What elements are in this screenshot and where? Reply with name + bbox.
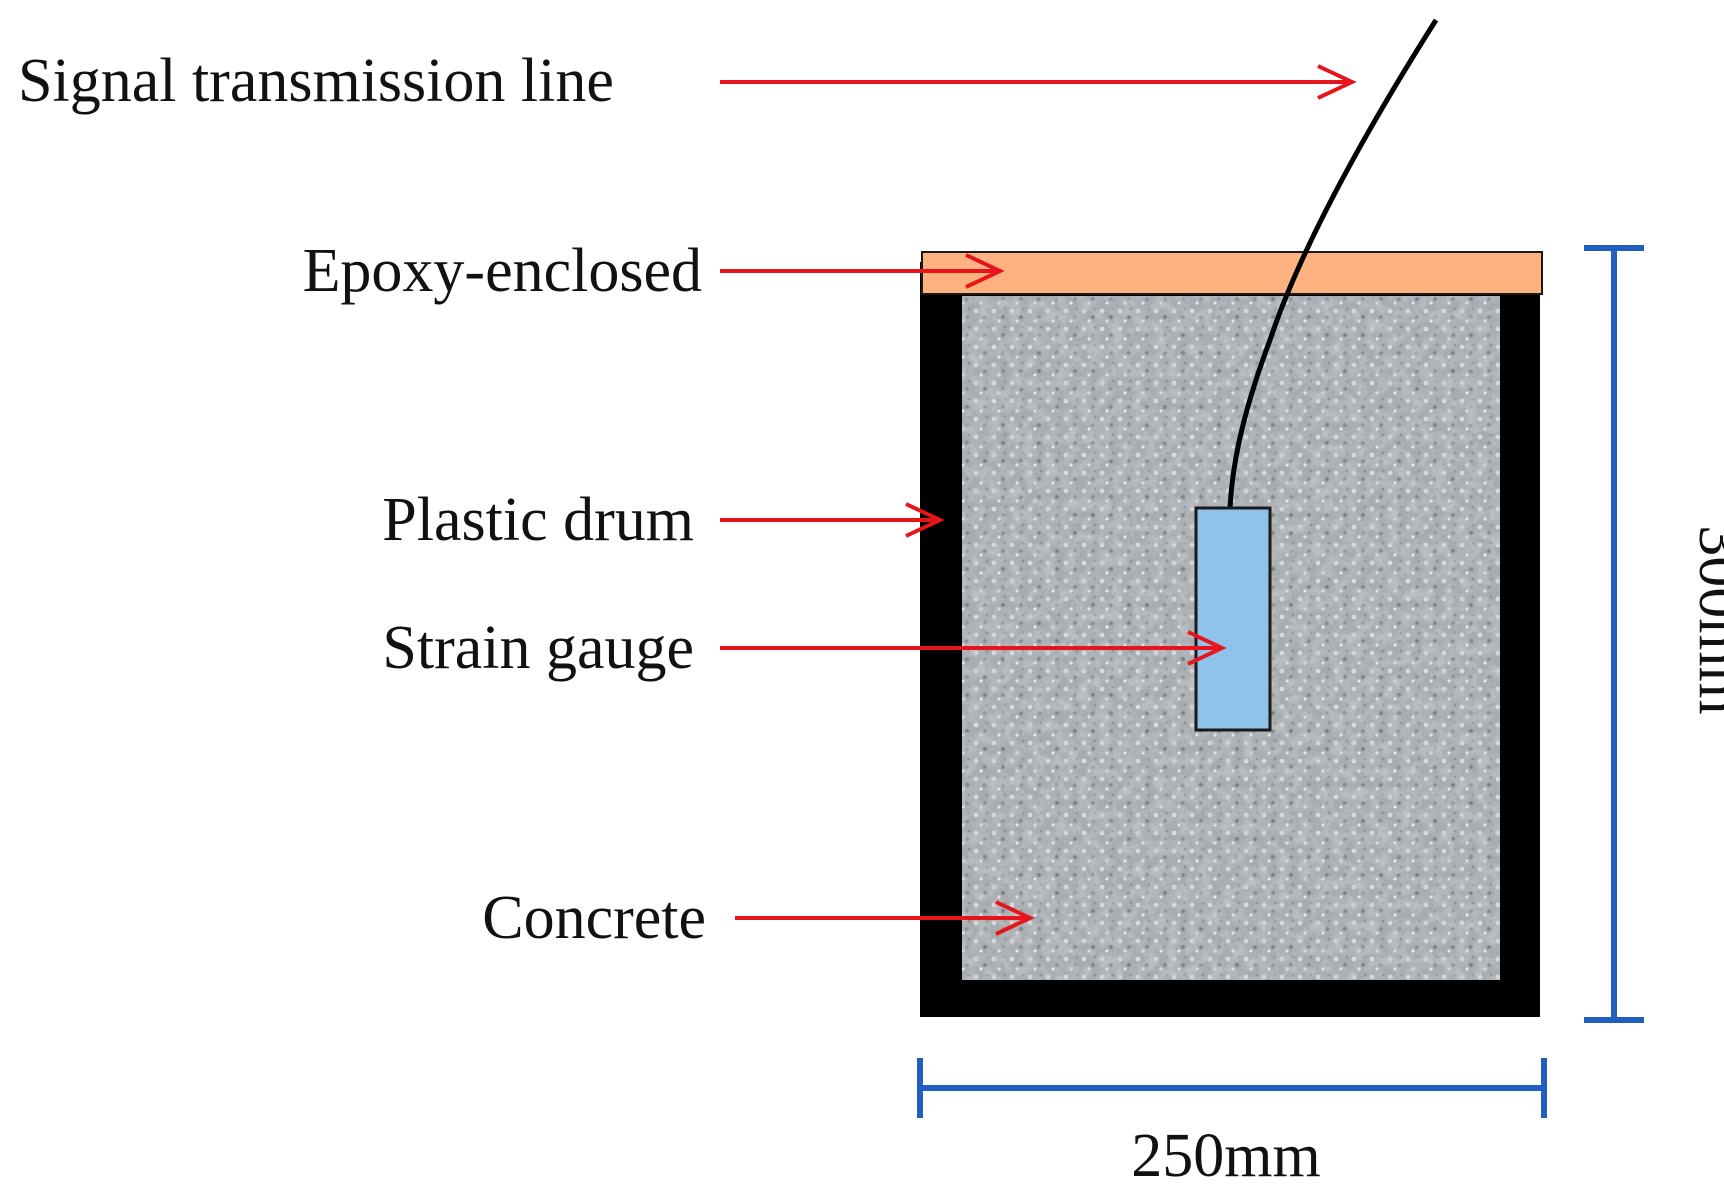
arrow-plastic-drum	[720, 502, 945, 538]
arrow-epoxy	[720, 253, 1005, 289]
arrow-concrete	[735, 900, 1035, 936]
height-dimension-label: 300mm	[1686, 525, 1724, 714]
signal-wire	[1227, 18, 1439, 509]
width-dimension	[917, 1058, 1547, 1118]
label-signal-line: Signal transmission line	[18, 47, 614, 115]
strain-gauge	[1194, 506, 1272, 732]
label-epoxy: Epoxy-enclosed	[303, 237, 702, 305]
arrows	[720, 64, 1357, 936]
epoxy-cap	[921, 251, 1543, 295]
label-concrete: Concrete	[482, 884, 706, 952]
height-dimension	[1584, 245, 1644, 1023]
label-strain-gauge: Strain gauge	[382, 614, 694, 682]
arrow-signal-line	[720, 64, 1357, 100]
arrow-strain-gauge	[720, 630, 1227, 666]
label-plastic-drum: Plastic drum	[382, 486, 694, 554]
width-dimension-label: 250mm	[1131, 1122, 1320, 1190]
